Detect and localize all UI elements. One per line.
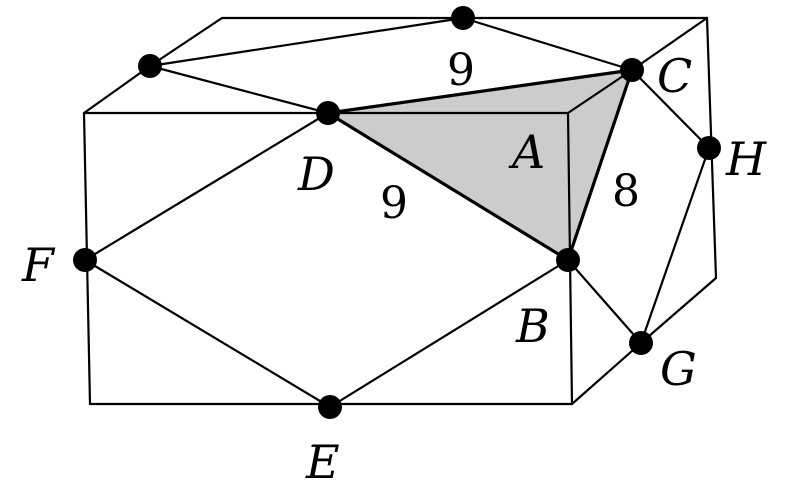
edge-bottom-right bbox=[570, 341, 643, 406]
vertex-d bbox=[316, 101, 340, 125]
vertices bbox=[73, 6, 721, 419]
vertex-e bbox=[318, 395, 342, 419]
edge-top-node-c bbox=[461, 16, 634, 72]
vertex-g bbox=[629, 331, 653, 355]
shaded-face-dcb bbox=[328, 70, 632, 260]
label-g: G bbox=[660, 342, 697, 396]
vertex-b bbox=[556, 248, 580, 272]
edge-labels: 9 9 8 bbox=[380, 45, 640, 229]
edge-d-f bbox=[83, 111, 330, 262]
edge-b-g bbox=[566, 258, 643, 345]
edge-right-bottom bbox=[639, 276, 718, 345]
label-f: F bbox=[21, 238, 56, 292]
edge-h-c bbox=[630, 68, 711, 150]
cut-edges bbox=[83, 16, 711, 409]
edge-c-b bbox=[566, 68, 634, 262]
edge-left-node-d bbox=[148, 64, 330, 115]
edge-top-left-front bbox=[82, 64, 152, 115]
vertex-h bbox=[697, 136, 721, 160]
edge-left-top-node bbox=[148, 16, 465, 68]
edge-d-b bbox=[326, 111, 570, 262]
edge-label-top: 9 bbox=[447, 45, 475, 96]
edge-label-cb: 8 bbox=[612, 166, 640, 217]
label-h: H bbox=[725, 132, 767, 186]
vertex-f bbox=[73, 248, 97, 272]
edge-a-c bbox=[566, 68, 634, 115]
edge-f-e bbox=[83, 258, 332, 409]
vertex-labels: C A H D F B G E bbox=[21, 49, 767, 489]
edge-top-left-back bbox=[148, 16, 224, 68]
label-b: B bbox=[515, 299, 550, 353]
edge-label-db: 9 bbox=[380, 178, 408, 229]
label-c: C bbox=[657, 49, 692, 103]
vertex-top-node bbox=[451, 6, 475, 30]
edge-e-b bbox=[328, 258, 570, 409]
edge-g-h bbox=[639, 146, 711, 345]
label-e: E bbox=[305, 435, 340, 489]
label-a: A bbox=[508, 125, 545, 179]
edge-d-c bbox=[326, 68, 634, 115]
label-d: D bbox=[297, 147, 335, 201]
edge-top-right bbox=[630, 16, 709, 72]
vertex-left-node bbox=[138, 54, 162, 78]
vertex-c bbox=[620, 58, 644, 82]
